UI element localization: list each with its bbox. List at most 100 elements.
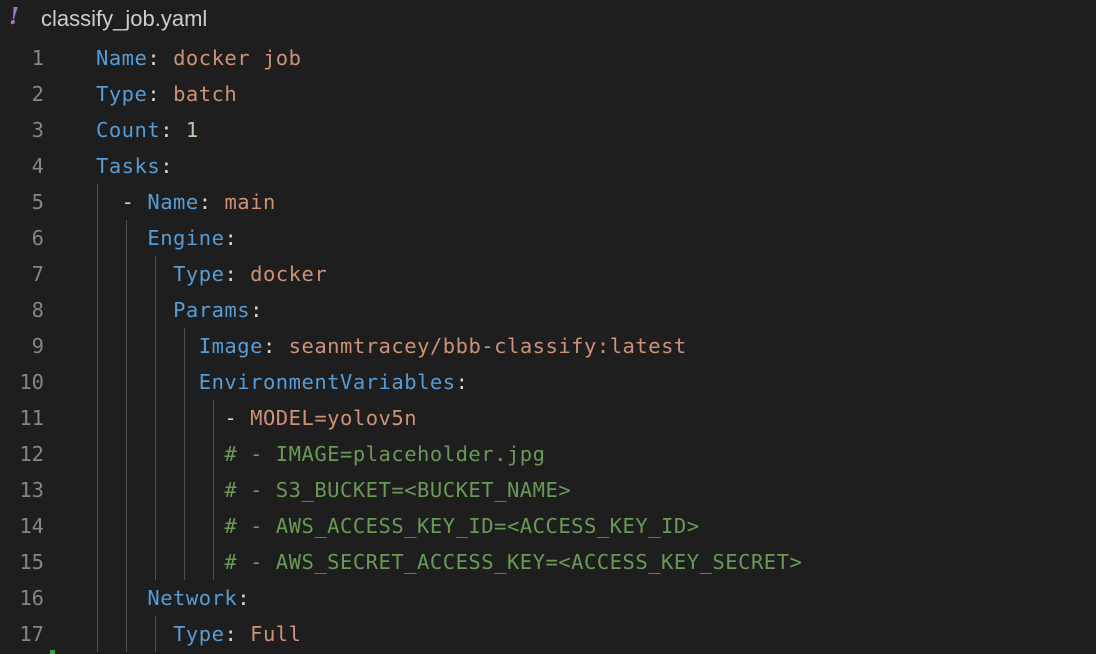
yaml-key: Type bbox=[173, 262, 225, 286]
line-number: 9 bbox=[31, 334, 44, 358]
code-line[interactable]: 8 Params: bbox=[0, 292, 1096, 328]
code-line[interactable]: 6 Engine: bbox=[0, 220, 1096, 256]
line-number: 16 bbox=[19, 586, 44, 610]
code-line[interactable]: 17 Type: Full bbox=[0, 616, 1096, 652]
indent-text: - bbox=[96, 406, 251, 430]
indent-guide bbox=[184, 328, 185, 364]
code-line[interactable]: 13 # - S3_BUCKET=<BUCKET_NAME> bbox=[0, 472, 1096, 508]
line-content: # - S3_BUCKET=<BUCKET_NAME> bbox=[96, 472, 571, 508]
file-name[interactable]: classify_job.yaml bbox=[41, 6, 208, 31]
yaml-key: Params bbox=[173, 298, 251, 322]
indent-guide bbox=[155, 436, 156, 472]
yaml-comment: # - AWS_SECRET_ACCESS_KEY=<ACCESS_KEY_SE… bbox=[224, 550, 803, 574]
indent-guide bbox=[184, 436, 185, 472]
line-content: # - IMAGE=placeholder.jpg bbox=[96, 436, 545, 472]
line-content: Engine: bbox=[96, 220, 237, 256]
yaml-key: Engine bbox=[147, 226, 225, 250]
line-number: 14 bbox=[19, 514, 44, 538]
indent-text bbox=[96, 514, 224, 538]
yaml-value: docker bbox=[250, 262, 328, 286]
indent-guide bbox=[155, 400, 156, 436]
indent-guide bbox=[184, 364, 185, 400]
line-number: 6 bbox=[31, 226, 44, 250]
indent-guide bbox=[213, 436, 214, 472]
indent-guide bbox=[213, 508, 214, 544]
yaml-key: Type bbox=[173, 622, 225, 646]
indent-text bbox=[96, 334, 199, 358]
code-line[interactable]: 15 # - AWS_SECRET_ACCESS_KEY=<ACCESS_KEY… bbox=[0, 544, 1096, 580]
indent-guide bbox=[184, 472, 185, 508]
code-line[interactable]: 16 Network: bbox=[0, 580, 1096, 616]
indent-guide bbox=[97, 472, 98, 508]
line-content: - Name: main bbox=[96, 184, 276, 220]
indent-guide bbox=[155, 508, 156, 544]
code-line[interactable]: 2 Type: batch bbox=[0, 76, 1096, 112]
indent-text bbox=[96, 478, 224, 502]
indent-text: - bbox=[96, 190, 148, 214]
line-number: 15 bbox=[19, 550, 44, 574]
indent-guide bbox=[97, 292, 98, 328]
line-content: Network: bbox=[96, 580, 250, 616]
yaml-value: batch bbox=[173, 82, 238, 106]
indent-guide bbox=[126, 328, 127, 364]
yaml-key: Name bbox=[147, 190, 199, 214]
line-content: Name: docker job bbox=[96, 40, 301, 76]
line-number: 3 bbox=[31, 118, 44, 142]
line-content: Type: batch bbox=[96, 76, 237, 112]
indent-guide bbox=[126, 472, 127, 508]
yaml-separator: : bbox=[237, 586, 251, 610]
yaml-comment: # - IMAGE=placeholder.jpg bbox=[224, 442, 546, 466]
indent-guide bbox=[126, 220, 127, 256]
indent-guide bbox=[155, 292, 156, 328]
yaml-separator: : bbox=[147, 82, 174, 106]
code-line[interactable]: 5 - Name: main bbox=[0, 184, 1096, 220]
indent-guide bbox=[126, 400, 127, 436]
yaml-key: Count bbox=[96, 118, 161, 142]
code-line[interactable]: 14 # - AWS_ACCESS_KEY_ID=<ACCESS_KEY_ID> bbox=[0, 508, 1096, 544]
line-number: 1 bbox=[31, 46, 44, 70]
line-content: Count: 1 bbox=[96, 112, 199, 148]
code-line[interactable]: 12 # - IMAGE=placeholder.jpg bbox=[0, 436, 1096, 472]
indent-guide bbox=[126, 436, 127, 472]
line-content: - MODEL=yolov5n bbox=[96, 400, 417, 436]
indent-text bbox=[96, 298, 173, 322]
indent-text bbox=[96, 622, 173, 646]
file-header: ! classify_job.yaml bbox=[0, 0, 1096, 40]
indent-guide bbox=[184, 508, 185, 544]
line-number: 2 bbox=[31, 82, 44, 106]
indent-guide bbox=[97, 544, 98, 580]
line-number: 17 bbox=[19, 622, 44, 646]
indent-guide bbox=[155, 328, 156, 364]
indent-guide bbox=[97, 616, 98, 652]
yaml-value: docker job bbox=[173, 46, 302, 70]
code-line[interactable]: 3 Count: 1 bbox=[0, 112, 1096, 148]
indent-guide bbox=[126, 364, 127, 400]
yaml-separator: : bbox=[224, 226, 238, 250]
yaml-key: Name bbox=[96, 46, 148, 70]
indent-guide bbox=[97, 220, 98, 256]
line-number: 11 bbox=[19, 406, 44, 430]
indent-guide bbox=[155, 616, 156, 652]
line-content: # - AWS_SECRET_ACCESS_KEY=<ACCESS_KEY_SE… bbox=[96, 544, 802, 580]
indent-guide bbox=[213, 472, 214, 508]
line-number: 12 bbox=[19, 442, 44, 466]
yaml-separator: : bbox=[455, 370, 469, 394]
indent-guide bbox=[97, 328, 98, 364]
indent-guide bbox=[213, 400, 214, 436]
line-content: Tasks: bbox=[96, 148, 173, 184]
code-line[interactable]: 7 Type: docker bbox=[0, 256, 1096, 292]
indent-guide bbox=[126, 580, 127, 616]
line-content: Params: bbox=[96, 292, 263, 328]
indent-guide bbox=[97, 400, 98, 436]
code-line[interactable]: 10 EnvironmentVariables: bbox=[0, 364, 1096, 400]
indent-text bbox=[96, 586, 147, 610]
code-line[interactable]: 1 Name: docker job bbox=[0, 40, 1096, 76]
code-line[interactable]: 9 Image: seanmtracey/bbb-classify:latest bbox=[0, 328, 1096, 364]
indent-guide bbox=[97, 256, 98, 292]
yaml-separator: : bbox=[224, 622, 251, 646]
indent-guide bbox=[97, 184, 98, 220]
code-line[interactable]: 11 - MODEL=yolov5n bbox=[0, 400, 1096, 436]
